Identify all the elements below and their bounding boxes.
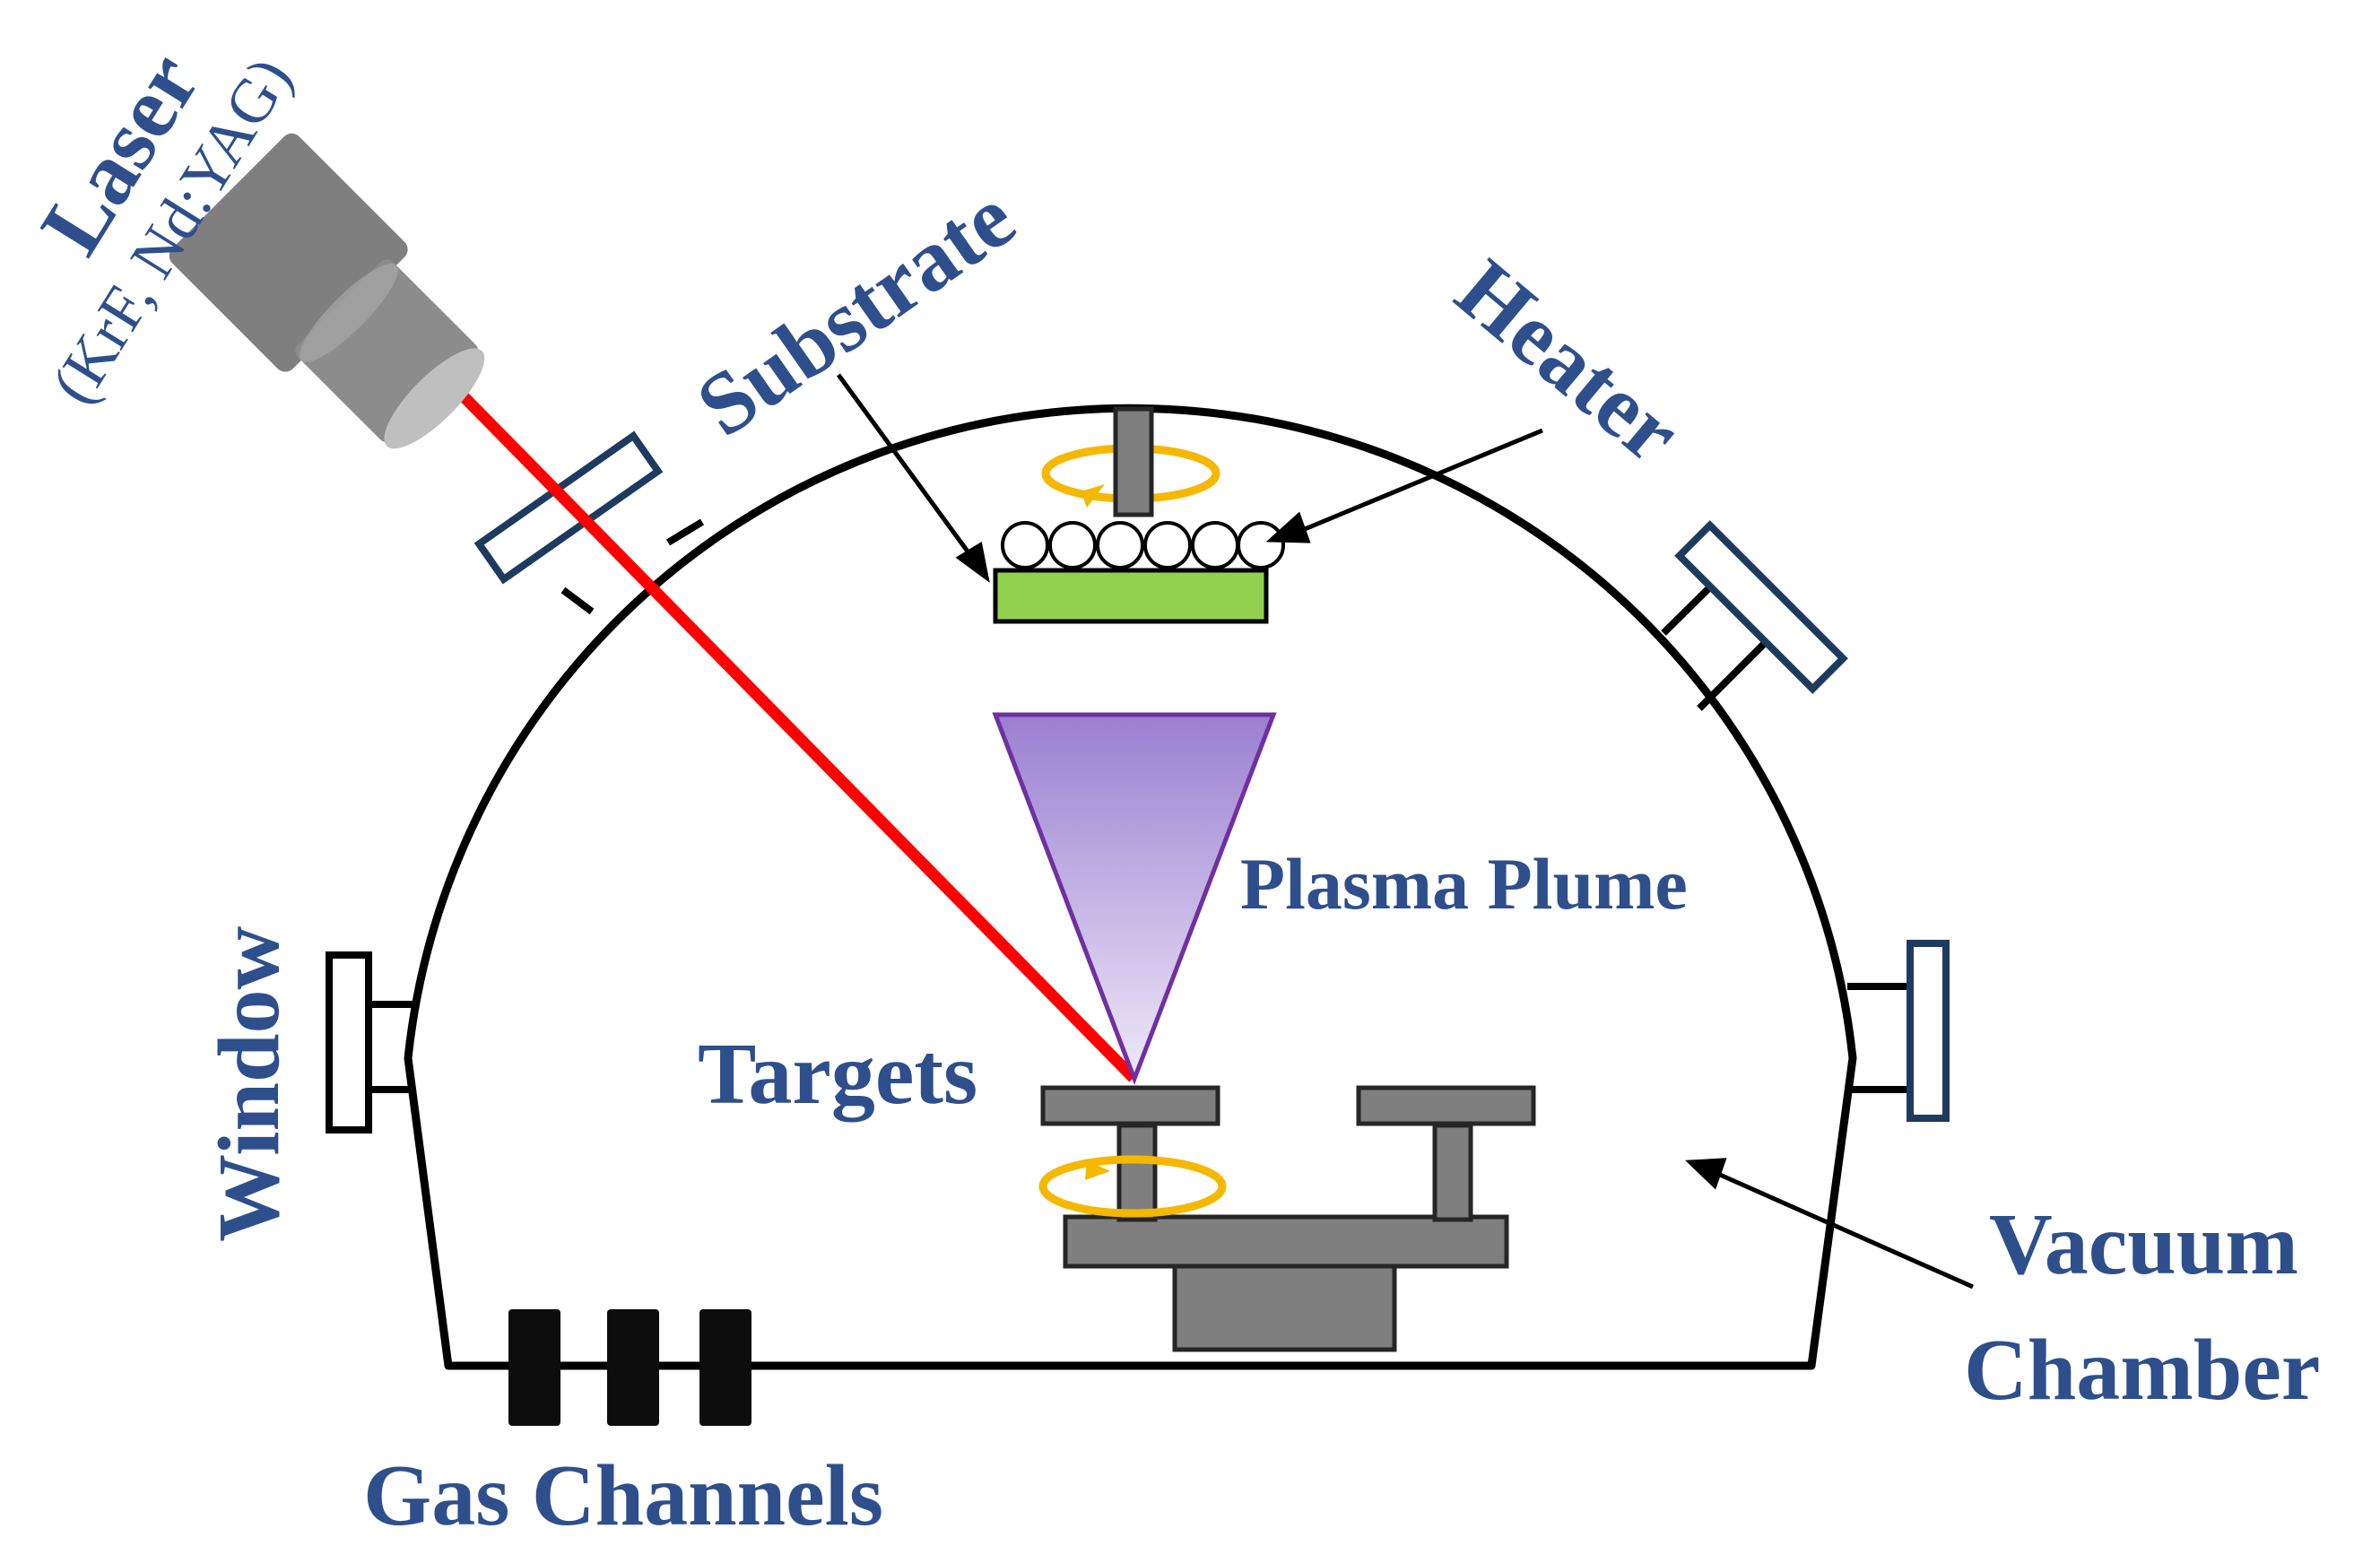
- target-post-right: [1432, 1123, 1473, 1222]
- heater-coils: [1001, 521, 1285, 569]
- right-window-port: [1847, 940, 1950, 1122]
- substrate-plate: [993, 568, 1269, 624]
- plasma-plume-label: Plasma Plume: [1240, 843, 1688, 925]
- target-left: [1040, 1085, 1220, 1126]
- gas-channels-label: Gas Channels: [363, 1447, 883, 1544]
- laser-beam: [453, 386, 1138, 1082]
- stage-base: [1063, 1214, 1509, 1269]
- target-right: [1356, 1085, 1536, 1126]
- heater-shaft: [1113, 406, 1154, 517]
- plasma-plume: [992, 712, 1277, 1086]
- laser-head-icon: [169, 133, 485, 449]
- window-label: Window: [201, 926, 298, 1242]
- right-upper-window-port: [1661, 520, 1848, 711]
- stage-pedestal: [1172, 1257, 1397, 1352]
- chamber-label: Chamber: [1964, 1322, 2320, 1419]
- substrate-label: Substrate: [681, 169, 1032, 456]
- pointer-arrows: [836, 373, 1975, 1290]
- target-rotation-arrow-icon: [1038, 1155, 1227, 1218]
- heater-label: Heater: [1438, 241, 1698, 482]
- left-window-port: [326, 951, 414, 1133]
- gas-channel-blocks: [508, 1309, 751, 1426]
- targets-label: Targets: [698, 1026, 977, 1123]
- vacuum-label: Vacuum: [1989, 1196, 2298, 1293]
- target-stage: [1040, 1085, 1536, 1352]
- heater-assembly: [993, 406, 1285, 624]
- target-post-left: [1116, 1123, 1158, 1222]
